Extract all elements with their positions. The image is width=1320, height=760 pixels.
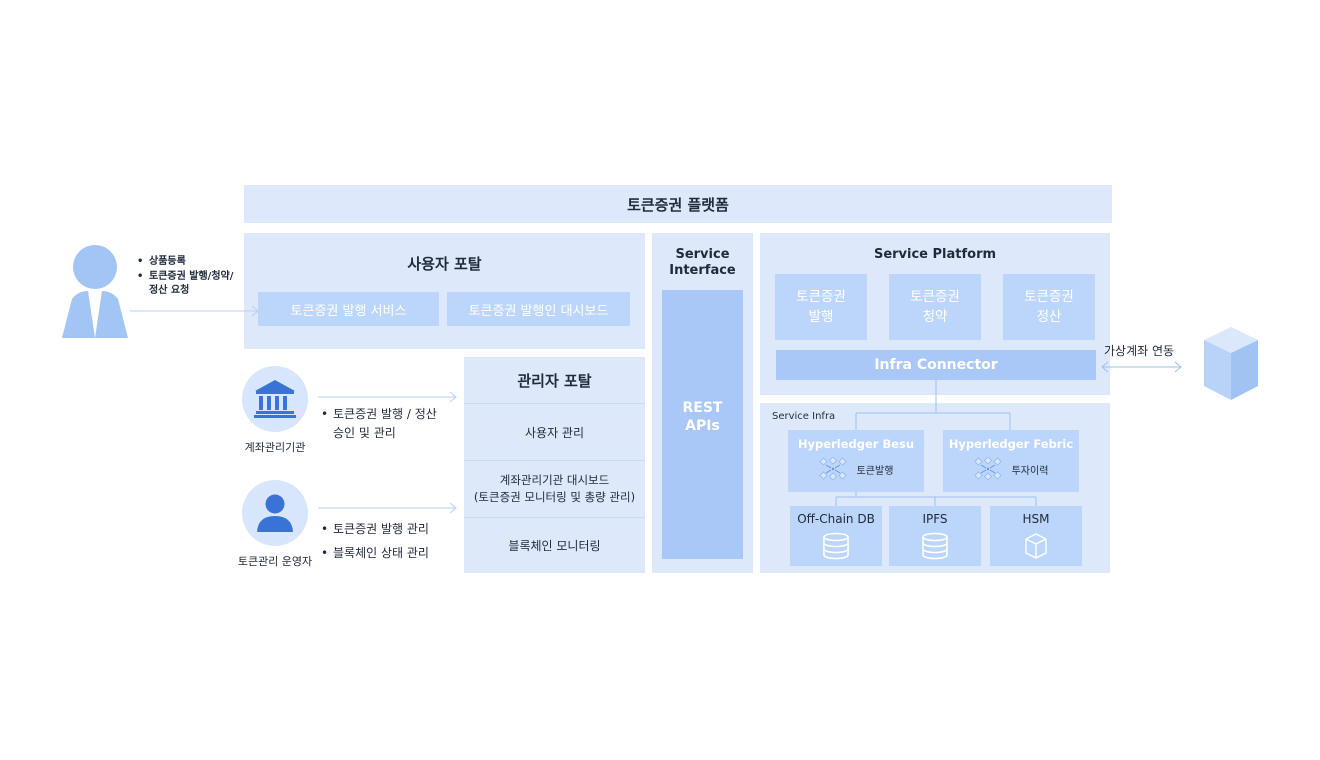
database-icon <box>821 532 851 560</box>
admin-divider-1 <box>464 403 645 404</box>
chain-besu[interactable]: Hyperledger Besu 토큰발행 <box>788 430 924 492</box>
account-institution-avatar <box>242 366 308 432</box>
network-icon <box>973 457 1002 481</box>
issuer-dashboard-button[interactable]: 토큰증권 발행인 대시보드 <box>447 292 630 326</box>
cube-icon <box>1023 532 1049 560</box>
admin-divider-2 <box>464 460 645 461</box>
service-platform-title: Service Platform <box>873 247 997 262</box>
operator-bullet-chain-status: 블록체인 상태 관리 <box>321 541 461 565</box>
admin-divider-3 <box>464 517 645 518</box>
bank-icon <box>254 380 296 418</box>
admin-item-user-management[interactable]: 사용자 관리 <box>524 425 584 440</box>
external-cube <box>1200 322 1262 402</box>
admin-portal-title: 관리자 포탈 <box>517 371 592 390</box>
rest-apis-label: REST APIs <box>682 400 723 434</box>
store-offchain-db[interactable]: Off-Chain DB <box>790 506 882 566</box>
operator-bullet-issue-management: 토큰증권 발행 관리 <box>321 517 461 541</box>
cube-icon <box>1204 327 1258 400</box>
user-bullet-product-registration: 상품등록 <box>137 254 252 270</box>
person-icon <box>257 494 293 532</box>
virtual-account-label: 가상계좌 연동 <box>1104 344 1175 358</box>
store-hsm[interactable]: HSM <box>990 506 1082 566</box>
service-interface-title: Service Interface <box>669 247 736 279</box>
network-icon <box>818 457 847 481</box>
user-portal: 사용자 포탈 토큰증권 발행 서비스 토큰증권 발행인 대시보드 <box>244 233 645 349</box>
store-offchain-db-label: Off-Chain DB <box>797 512 875 526</box>
chain-besu-name: Hyperledger Besu <box>797 437 915 451</box>
issuer-dashboard-label: 토큰증권 발행인 대시보드 <box>468 303 609 319</box>
store-ipfs-label: IPFS <box>922 512 948 526</box>
chain-fabric-name: Hyperledger Febric <box>948 437 1074 451</box>
user-portal-title: 사용자 포탈 <box>407 255 482 273</box>
user-actor <box>60 244 130 338</box>
infra-connector-label: Infra Connector <box>874 357 998 373</box>
account-institution-bullets: 토큰증권 발행 / 정산 승인 및 관리 <box>321 405 461 443</box>
token-issue-service-button[interactable]: 토큰증권 발행 서비스 <box>258 292 439 326</box>
service-infra: Service Infra Hyperledger Besu <box>760 403 1110 573</box>
institution-bullet-approval: 토큰증권 발행 / 정산 승인 및 관리 <box>321 405 461 443</box>
service-platform: Service Platform 토큰증권 발행 토큰증권 청약 토큰증권 정산… <box>760 233 1110 395</box>
admin-item-blockchain-monitoring[interactable]: 블록체인 모니터링 <box>508 539 601 553</box>
module-issue[interactable]: 토큰증권 발행 <box>775 274 867 340</box>
service-interface: Service Interface REST APIs <box>652 233 753 573</box>
token-operator-bullets: 토큰증권 발행 관리 블록체인 상태 관리 <box>321 517 461 565</box>
virtual-account-arrow <box>1101 361 1182 373</box>
service-infra-title: Service Infra <box>772 411 836 422</box>
admin-portal: 관리자 포탈 사용자 관리 계좌관리기관 대시보드 (토큰증권 모니터링 및 총… <box>464 357 645 573</box>
chain-besu-role: 토큰발행 <box>856 465 894 477</box>
rest-apis-box[interactable]: REST APIs <box>662 290 743 559</box>
account-institution-label: 계좌관리기관 <box>244 441 306 454</box>
token-operator-avatar <box>242 480 308 546</box>
infra-connector[interactable]: Infra Connector <box>776 350 1096 380</box>
platform-header: 토큰증권 플랫폼 <box>244 185 1112 223</box>
user-bullet-token-request: 토큰증권 발행/청약/ 정산 요청 <box>137 270 252 298</box>
module-subscription[interactable]: 토큰증권 청약 <box>889 274 981 340</box>
admin-item-institution-dashboard[interactable]: 계좌관리기관 대시보드 (토큰증권 모니터링 및 총량 관리) <box>473 472 636 504</box>
chain-fabric-role: 투자이력 <box>1011 465 1049 477</box>
token-operator-label: 토큰관리 운영자 <box>237 555 313 568</box>
store-ipfs[interactable]: IPFS <box>889 506 981 566</box>
platform-title: 토큰증권 플랫폼 <box>627 195 729 214</box>
store-hsm-label: HSM <box>1022 512 1050 526</box>
user-person-icon <box>62 245 128 338</box>
chain-fabric[interactable]: Hyperledger Febric 투자이력 <box>943 430 1079 492</box>
token-issue-service-label: 토큰증권 발행 서비스 <box>290 303 407 319</box>
database-icon <box>920 532 950 560</box>
user-actor-bullets: 상품등록 토큰증권 발행/청약/ 정산 요청 <box>137 254 252 298</box>
module-settlement[interactable]: 토큰증권 정산 <box>1003 274 1095 340</box>
